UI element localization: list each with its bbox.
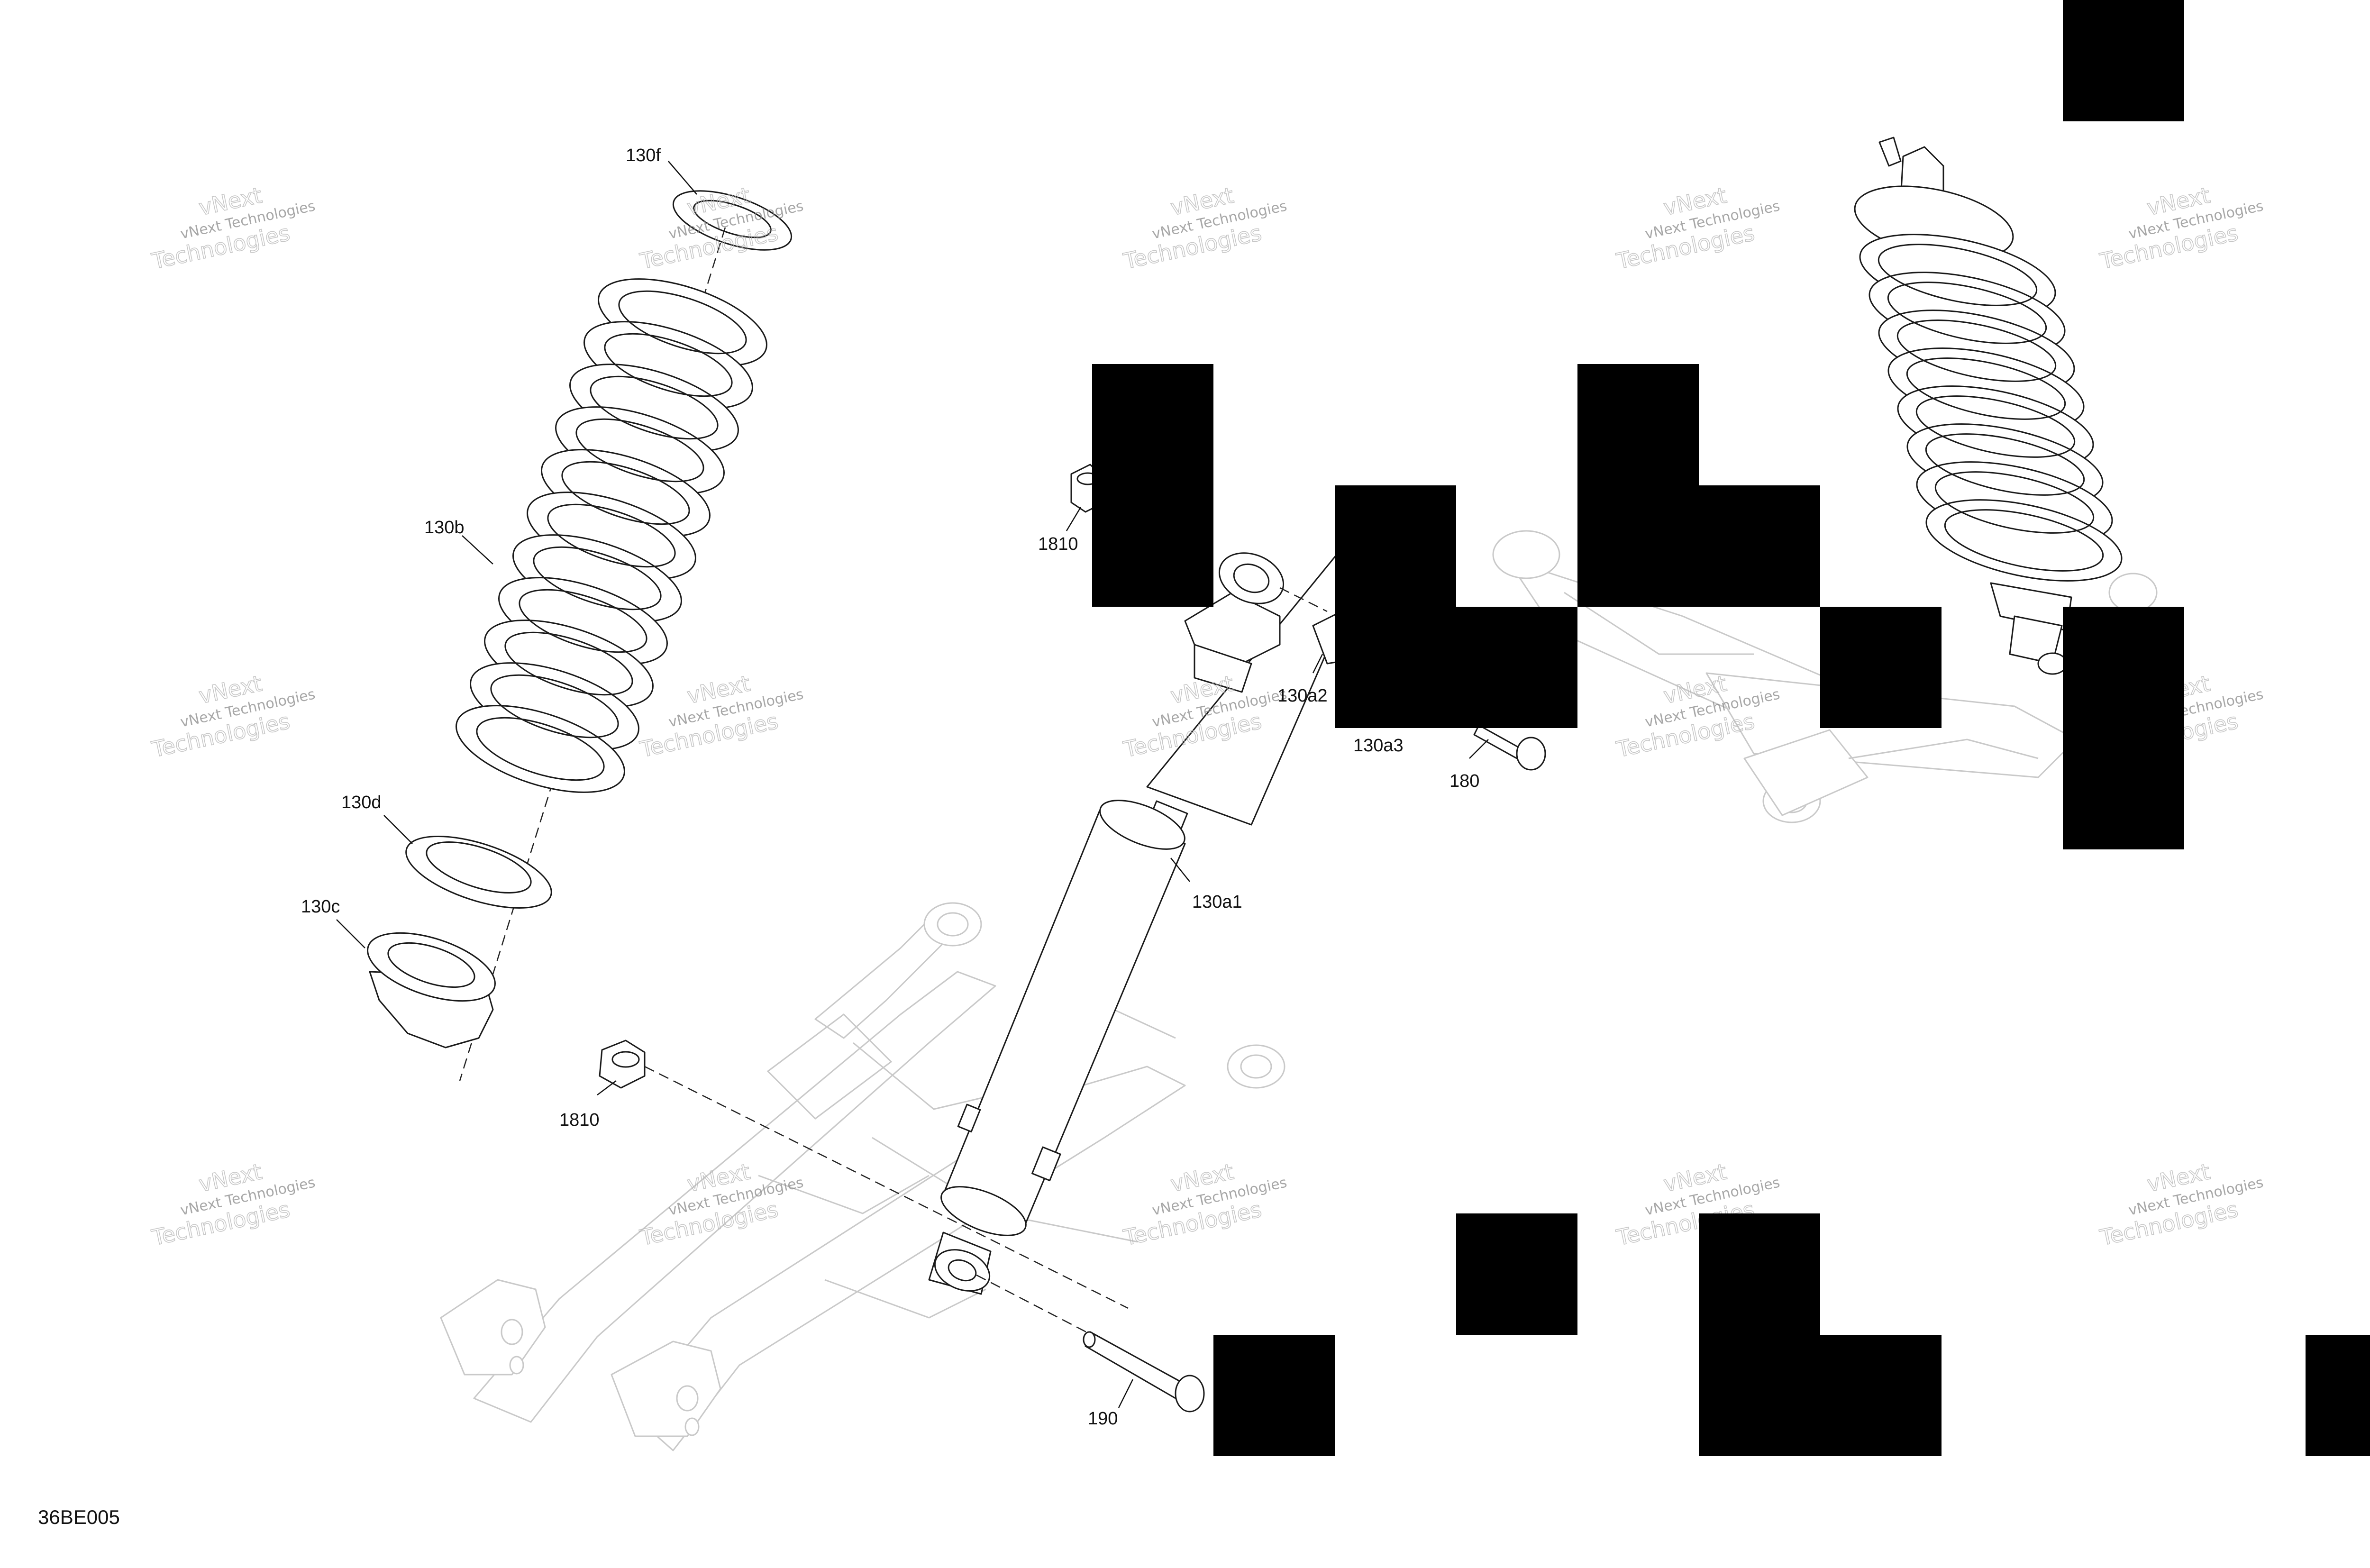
redaction-block [1820,607,1942,728]
assembled-shock [1854,137,2123,675]
redaction-block [2063,607,2184,849]
callout-130a1: 130a1 [1192,892,1242,912]
callout-130c: 130c [301,897,340,917]
redaction-block [1699,485,1820,607]
leader-lines [336,161,1489,1408]
redaction-block [1699,1213,1820,1456]
callout-1810-bottom: 1810 [559,1110,600,1130]
coil-spring [456,227,767,1081]
figure-code: 36BE005 [38,1506,120,1528]
redaction-blocks [1092,0,2370,1456]
callout-180: 180 [1449,771,1479,791]
redaction-block [1335,485,1456,728]
spring-seat-upper [672,190,793,251]
redaction-block [1092,364,1213,607]
bolt-lower [1083,1331,1205,1413]
redaction-block [1456,607,1577,728]
swing-arm-ghost [440,902,1285,1451]
callout-130b: 130b [424,518,465,538]
callout-190: 190 [1088,1409,1118,1429]
callout-1810-top: 1810 [1038,534,1078,554]
redaction-block [1456,1213,1577,1335]
redaction-block [1213,1335,1335,1456]
spring-seat-lower [405,835,552,909]
redaction-block [2063,0,2184,121]
callout-130d: 130d [341,793,382,812]
bolt-upper [1473,724,1546,771]
spring-adjuster-ring [367,932,496,1048]
flange-nut-lower [599,1039,1129,1309]
redaction-block [2306,1335,2370,1456]
callout-130a3: 130a3 [1353,736,1404,756]
callout-130a2: 130a2 [1277,686,1328,706]
callout-130f: 130f [626,146,661,165]
redaction-block [1577,364,1699,607]
callout-labels: 130f 130b 130d 130c 1810 1810 130a2 130a… [301,146,1479,1429]
shock-absorber-body [928,554,1366,1342]
redaction-block [1820,1335,1942,1456]
